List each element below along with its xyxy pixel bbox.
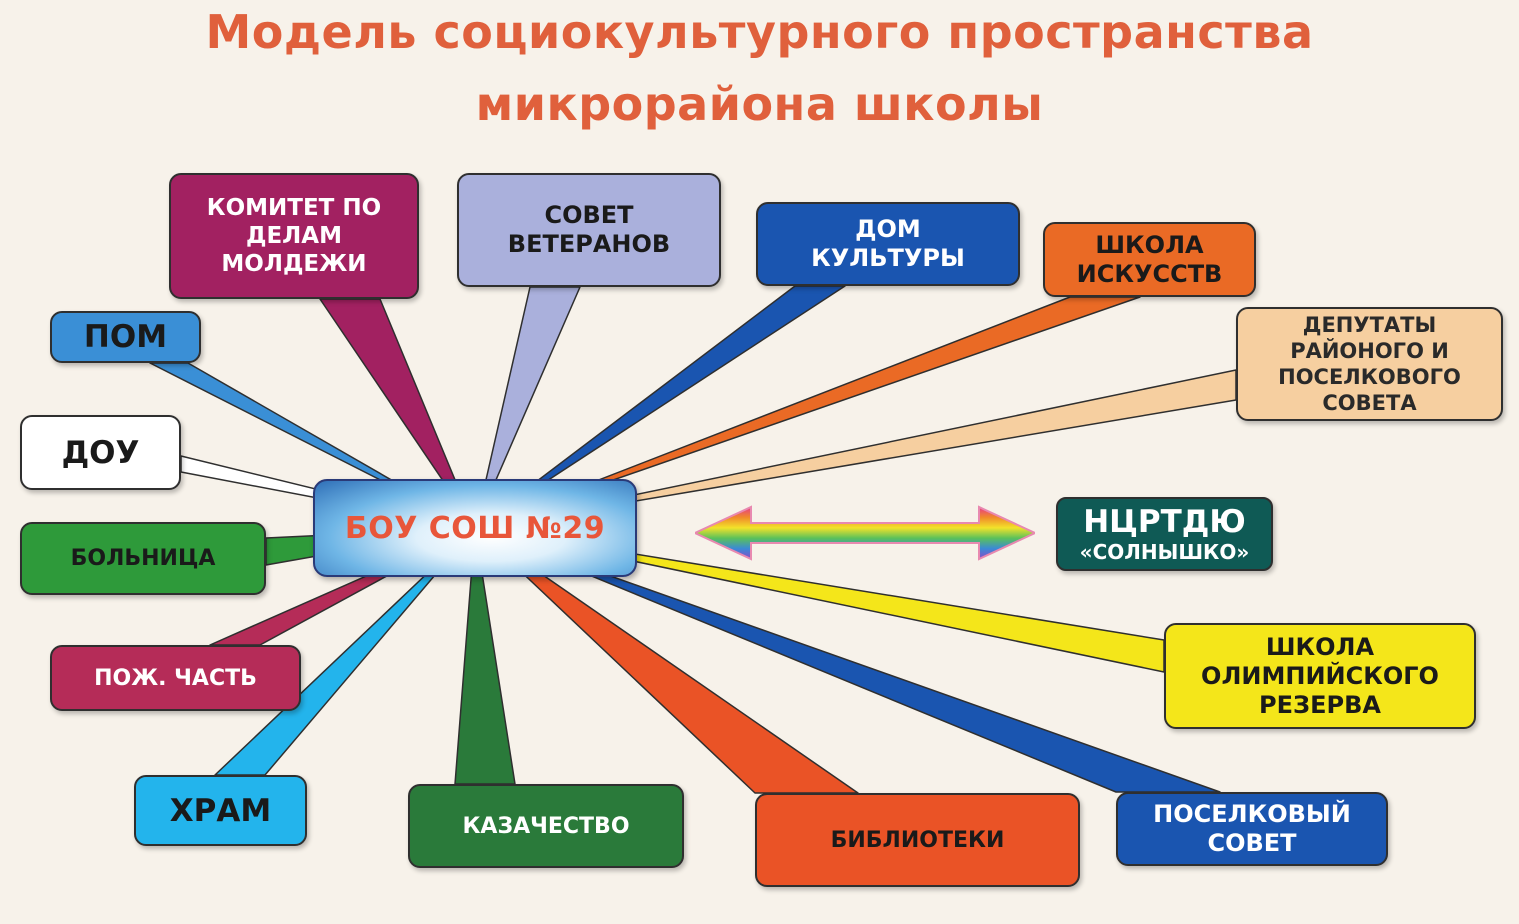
node-label: ШКОЛА ИСКУССТВ xyxy=(1076,230,1223,288)
node-label: ДЕПУТАТЫ РАЙОНОГО И ПОСЕЛКОВОГО СОВЕТА xyxy=(1278,313,1461,415)
node-kazachestvo: КАЗАЧЕСТВО xyxy=(408,784,684,868)
node-shkola-olimp: ШКОЛА ОЛИМПИЙСКОГО РЕЗЕРВА xyxy=(1164,623,1476,729)
ray-shkola-iskusstv xyxy=(474,296,1141,529)
node-label: ПОМ xyxy=(83,319,168,355)
central-school-label: БОУ СОШ №29 xyxy=(344,510,606,546)
ray-dom-kultury xyxy=(474,285,846,529)
node-komitet: КОМИТЕТ ПО ДЕЛАМ МОЛДЕЖИ xyxy=(169,173,419,299)
node-biblioteki: БИБЛИОТЕКИ xyxy=(755,793,1080,887)
node-pozh-chast: ПОЖ. ЧАСТЬ xyxy=(50,645,301,711)
node-sovet-veteranov: СОВЕТ ВЕТЕРАНОВ xyxy=(457,173,721,287)
partner-node-ncrtdyu: НЦРТДЮ «СОЛНЫШКО» xyxy=(1056,497,1273,571)
node-hram: ХРАМ xyxy=(134,775,307,846)
node-dou: ДОУ xyxy=(20,415,181,490)
node-label: ХРАМ xyxy=(169,792,272,829)
node-label: ПОСЕЛКОВЫЙ СОВЕТ xyxy=(1153,800,1351,857)
node-pom: ПОМ xyxy=(50,311,201,363)
node-deputaty: ДЕПУТАТЫ РАЙОНОГО И ПОСЕЛКОВОГО СОВЕТА xyxy=(1236,307,1503,421)
partner-node-line-1: НЦРТДЮ xyxy=(1083,504,1246,540)
node-label: ШКОЛА ОЛИМПИЙСКОГО РЕЗЕРВА xyxy=(1201,632,1439,719)
double-arrow-icon xyxy=(695,505,1035,561)
page-title-line-1: Модель социокультурного пространства xyxy=(205,5,1314,59)
node-poselkovyy-sovet: ПОСЕЛКОВЫЙ СОВЕТ xyxy=(1116,792,1388,866)
partner-node-line-2: «СОЛНЫШКО» xyxy=(1079,540,1250,564)
node-dom-kultury: ДОМ КУЛЬТУРЫ xyxy=(756,202,1020,286)
node-label: ПОЖ. ЧАСТЬ xyxy=(94,665,257,691)
ray-sovet-veteranov xyxy=(474,286,581,529)
node-label: КАЗАЧЕСТВО xyxy=(462,813,630,839)
node-label: БИБЛИОТЕКИ xyxy=(830,827,1005,853)
node-label: СОВЕТ ВЕТЕРАНОВ xyxy=(507,201,671,258)
node-bolnica: БОЛЬНИЦА xyxy=(20,522,266,595)
node-label: ДОУ xyxy=(61,434,140,471)
ray-komitet xyxy=(319,298,476,529)
node-label: КОМИТЕТ ПО ДЕЛАМ МОЛДЕЖИ xyxy=(206,195,382,277)
node-shkola-iskusstv: ШКОЛА ИСКУССТВ xyxy=(1043,222,1256,297)
node-label: ДОМ КУЛЬТУРЫ xyxy=(811,215,965,272)
central-school-node: БОУ СОШ №29 xyxy=(313,479,637,577)
page-title-line-2: микрорайона школы xyxy=(475,77,1044,131)
node-label: БОЛЬНИЦА xyxy=(70,546,216,571)
